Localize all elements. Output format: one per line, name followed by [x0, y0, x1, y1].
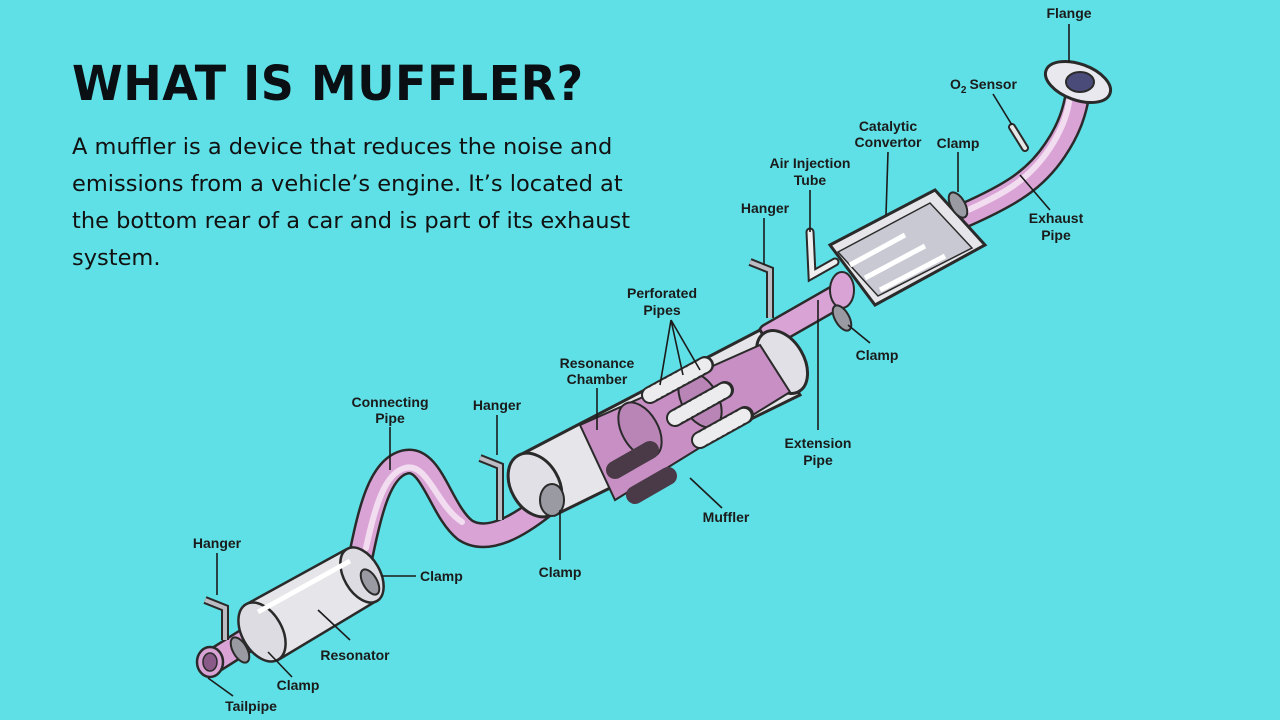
- perforated-pipes: [641, 356, 754, 449]
- muffler-body: [506, 328, 810, 519]
- label-perforated-line1: Perforated: [627, 285, 697, 301]
- label-clamp-left: Clamp: [420, 568, 463, 584]
- label-hanger-left: Hanger: [193, 535, 242, 551]
- hanger-brackets: [203, 258, 774, 640]
- label-muffler: Muffler: [703, 509, 750, 525]
- label-clamp-mid-right: Clamp: [856, 347, 899, 363]
- exhaust-pipe-run: [199, 79, 1091, 675]
- label-resonance-line2: Chamber: [567, 371, 628, 387]
- label-connecting-line1: Connecting: [352, 394, 429, 410]
- label-tailpipe: Tailpipe: [225, 698, 277, 714]
- label-clamp-center: Clamp: [539, 564, 582, 580]
- label-perforated-line2: Pipes: [643, 302, 681, 318]
- label-resonator: Resonator: [320, 647, 390, 663]
- o2-sensor-part: [1008, 123, 1029, 152]
- label-exhaust-line2: Pipe: [1041, 227, 1071, 243]
- label-clamp-bottom: Clamp: [277, 677, 320, 693]
- label-air-injection-line2: Tube: [794, 172, 827, 188]
- label-hanger-mid: Hanger: [473, 397, 522, 413]
- label-extension-line1: Extension: [785, 435, 852, 451]
- label-extension-line2: Pipe: [803, 452, 833, 468]
- label-catalytic-line1: Catalytic: [859, 118, 918, 134]
- label-resonance-line1: Resonance: [560, 355, 635, 371]
- label-connecting-line2: Pipe: [375, 410, 405, 426]
- flange-plate: [1043, 59, 1113, 105]
- page-title: What is muffler?: [72, 54, 584, 112]
- label-air-injection-line1: Air Injection: [770, 155, 851, 171]
- label-flange: Flange: [1046, 5, 1091, 21]
- label-clamp-top: Clamp: [937, 135, 980, 151]
- leader-lines: [207, 24, 1070, 697]
- label-catalytic-line2: Convertor: [855, 134, 922, 150]
- label-hanger-top: Hanger: [741, 200, 790, 216]
- tailpipe-end: [195, 645, 225, 679]
- clamp-parts: [229, 191, 969, 664]
- label-exhaust-line1: Exhaust: [1029, 210, 1084, 226]
- description-text: A muffler is a device that reduces the n…: [72, 134, 631, 271]
- catalytic-convertor-body: [827, 188, 988, 309]
